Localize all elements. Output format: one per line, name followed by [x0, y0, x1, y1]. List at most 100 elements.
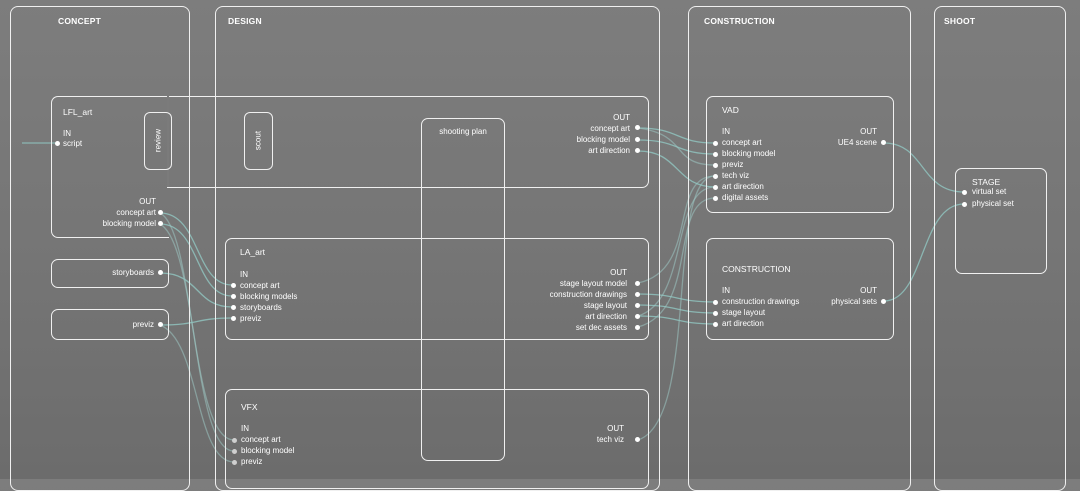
wire-lfl-blocking-la [159, 223, 233, 297]
wire-top-artdir-vad [637, 150, 716, 188]
construction-input-port-art-direction[interactable] [713, 322, 718, 327]
la-output-construction-drawings: construction drawings [549, 290, 627, 299]
vad-input-art-direction: art direction [722, 182, 764, 191]
review-node[interactable] [144, 112, 172, 170]
la-output-set-dec-assets: set dec assets [575, 323, 627, 332]
connection-wires [22, 127, 965, 463]
construction-output-port-physical-sets[interactable] [881, 299, 886, 304]
vad-output-ue4-scene: UE4 scene [837, 138, 877, 147]
stage-input-port-virtual-set[interactable] [962, 190, 967, 195]
lfl-output-concept-art: concept art [116, 208, 156, 217]
vad-title: VAD [722, 105, 739, 115]
shooting-plan-title: shooting plan [439, 127, 487, 136]
vfx-input-port-blocking-model[interactable] [232, 449, 237, 454]
la-output-port-art-direction[interactable] [635, 314, 640, 319]
scout-node[interactable] [244, 112, 273, 170]
lfl-top-output-art-direction: art direction [588, 146, 630, 155]
stage-node[interactable] [955, 168, 1047, 274]
wire-la-artdir-con [637, 315, 716, 325]
vad-input-port-previz[interactable] [713, 163, 718, 168]
stage-input-port-physical-set[interactable] [962, 202, 967, 207]
la-art-node[interactable] [225, 238, 649, 340]
storyboards-label: storyboards [112, 268, 154, 277]
la-input-port-storyboards[interactable] [231, 305, 236, 310]
vfx-input-blocking-model: blocking model [241, 446, 295, 455]
shoot-column-title: SHOOT [944, 16, 976, 26]
la-output-port-set-dec-assets[interactable] [635, 325, 640, 330]
wire-lfl-blocking-vfx [159, 223, 235, 452]
vad-input-previz: previz [722, 160, 744, 169]
storyboards-node[interactable] [51, 259, 169, 288]
vad-node[interactable] [706, 96, 894, 213]
vfx-output-port-tech-viz[interactable] [635, 437, 640, 442]
la-output-art-direction: art direction [585, 312, 627, 321]
lfl-input-port-script[interactable] [55, 141, 60, 146]
wire-physical-stage [883, 203, 965, 302]
vad-input-port-art-direction[interactable] [713, 185, 718, 190]
previz-node[interactable] [51, 309, 169, 340]
stage-title: STAGE [972, 177, 1001, 187]
stage-input-virtual-set: virtual set [972, 187, 1007, 196]
wire-previz-la [159, 317, 233, 326]
vad-out-label: OUT [860, 127, 877, 136]
concept-column [10, 6, 190, 491]
lfl-input-script: script [63, 139, 83, 148]
la-output-port-stage-layout[interactable] [635, 303, 640, 308]
wire-ue4-stage [883, 142, 965, 193]
la-output-port-stage-layout-model[interactable] [635, 281, 640, 286]
storyboards-port[interactable] [158, 270, 163, 275]
lfl-top-port-concept-art[interactable] [635, 125, 640, 130]
vad-input-port-blocking-model[interactable] [713, 152, 718, 157]
vad-input-port-tech-viz[interactable] [713, 174, 718, 179]
lfl-top-output-blocking-model: blocking model [576, 135, 630, 144]
la-input-port-blocking-models[interactable] [231, 294, 236, 299]
lfl-art-top-bar[interactable] [167, 96, 649, 188]
wire-top-concept-vad2 [637, 127, 716, 166]
construction-input-art-direction: art direction [722, 319, 764, 328]
vad-input-port-digital-assets[interactable] [713, 196, 718, 201]
vfx-input-concept-art: concept art [241, 435, 281, 444]
vad-output-port-ue4-scene[interactable] [881, 140, 886, 145]
stage-input-physical-set: physical set [972, 199, 1014, 208]
wire-top-concept-vad [637, 127, 716, 144]
wire-la-drawings-con [637, 293, 716, 303]
la-output-stage-layout: stage layout [583, 301, 627, 310]
la-input-concept-art: concept art [240, 281, 280, 290]
la-input-blocking-models: blocking models [240, 292, 298, 301]
la-output-port-construction-drawings[interactable] [635, 292, 640, 297]
vad-input-concept-art: concept art [722, 138, 762, 147]
construction-node[interactable] [706, 238, 894, 340]
construction-node-title: CONSTRUCTION [722, 264, 791, 274]
shooting-plan-node[interactable] [421, 118, 505, 461]
construction-output-physical-sets: physical sets [831, 297, 877, 306]
construction-input-port-stage-layout[interactable] [713, 311, 718, 316]
vfx-input-port-previz[interactable] [232, 460, 237, 465]
lfl-top-port-blocking-model[interactable] [635, 137, 640, 142]
la-out-label: OUT [610, 268, 627, 277]
wire-vfx-techviz-vad [637, 175, 716, 441]
lfl-top-out-label: OUT [613, 113, 630, 122]
lfl-output-port-blocking-model[interactable] [158, 221, 163, 226]
lfl-art-title: LFL_art [63, 107, 93, 117]
la-input-port-concept-art[interactable] [231, 283, 236, 288]
construction-input-port-drawings[interactable] [713, 300, 718, 305]
lfl-top-port-art-direction[interactable] [635, 148, 640, 153]
vad-input-port-concept-art[interactable] [713, 141, 718, 146]
vfx-input-previz: previz [241, 457, 263, 466]
previz-port[interactable] [158, 322, 163, 327]
vad-in-label: IN [722, 127, 730, 136]
la-input-port-previz[interactable] [231, 316, 236, 321]
concept-column-title: CONCEPT [58, 16, 101, 26]
previz-label: previz [132, 320, 154, 329]
vfx-input-port-concept-art[interactable] [232, 438, 237, 443]
wire-storyboards-la [159, 272, 233, 308]
vfx-output-tech-viz: tech viz [596, 435, 624, 444]
lfl-art-node[interactable] [51, 96, 169, 238]
la-output-stage-layout-model: stage layout model [559, 279, 627, 288]
wire-la-artdir-vad [637, 186, 716, 317]
lfl-output-port-concept-art[interactable] [158, 210, 163, 215]
wire-la-setdec-vad [637, 197, 716, 328]
wire-lfl-concept-la [159, 212, 233, 286]
design-column-title: DESIGN [228, 16, 262, 26]
vad-input-tech-viz: tech viz [722, 171, 750, 180]
